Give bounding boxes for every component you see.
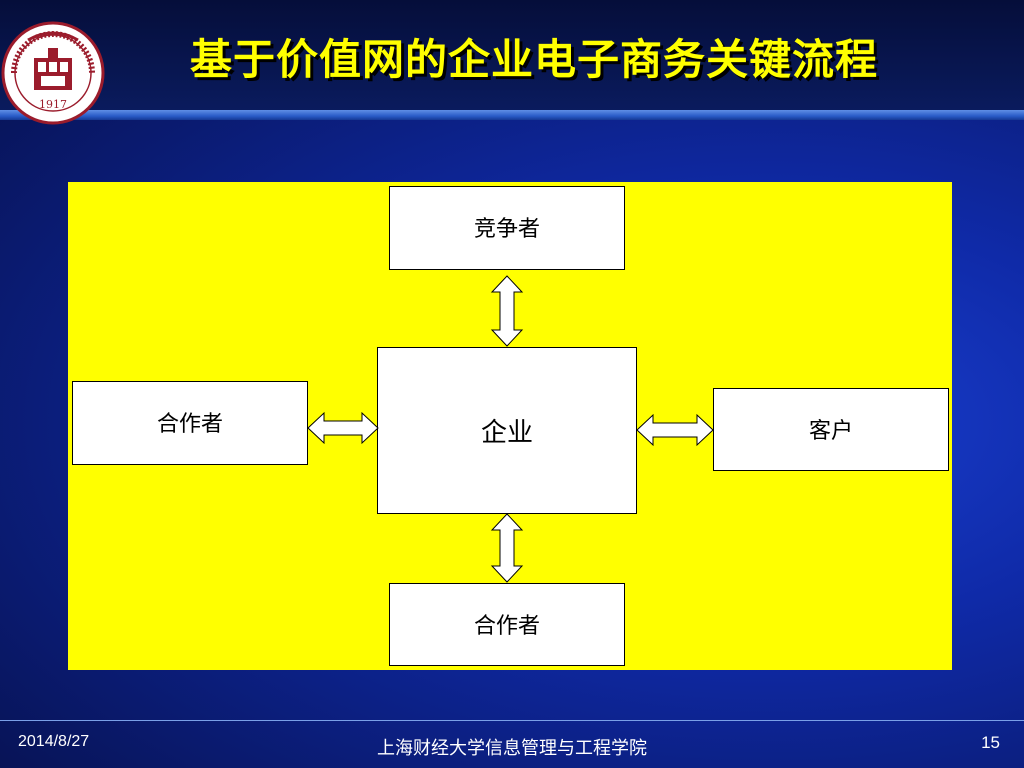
- svg-text:1917: 1917: [39, 98, 67, 111]
- node-enterprise-label: 企业: [480, 418, 533, 448]
- node-competitor-label: 竞争者: [473, 217, 540, 242]
- footer-institution: 上海财经大学信息管理与工程学院: [377, 738, 647, 759]
- slide-title: 基于价值网的企业电子商务关键流程: [190, 35, 879, 84]
- slide-header: [0, 0, 1024, 112]
- footer-divider: [0, 720, 1024, 721]
- node-enterprise: 企业: [377, 347, 637, 514]
- footer-date: 2014/8/27: [18, 733, 90, 750]
- university-seal-logo: 1917: [1, 21, 105, 125]
- node-partner-left-label: 合作者: [156, 412, 223, 437]
- footer-page-number: 15: [981, 733, 1000, 752]
- node-customer-label: 客户: [808, 419, 853, 444]
- node-partner-left: 合作者: [72, 381, 308, 465]
- node-customer: 客户: [713, 388, 949, 471]
- node-competitor: 竞争者: [389, 186, 625, 270]
- node-partner-bottom: 合作者: [389, 583, 625, 666]
- node-partner-bottom-label: 合作者: [473, 614, 540, 639]
- header-divider: [0, 110, 1024, 120]
